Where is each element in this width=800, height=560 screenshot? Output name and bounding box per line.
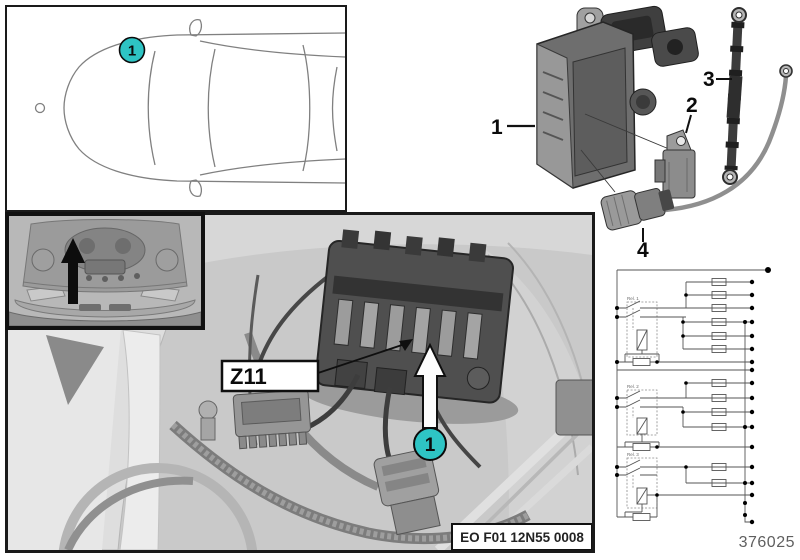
svg-text:4: 4 xyxy=(637,239,649,260)
part-cable-drawing xyxy=(664,7,793,213)
mirror-left xyxy=(189,19,203,37)
relay-label: Rel. 2 xyxy=(627,384,639,389)
svg-text:2: 2 xyxy=(686,94,698,117)
car-top-view-drawing: 1 xyxy=(34,19,345,197)
callout-1-car[interactable]: 1 xyxy=(118,36,146,64)
relay2-group: Rel. 2 xyxy=(617,382,752,451)
connector-block-left xyxy=(232,389,311,450)
component-code: Z11 xyxy=(230,364,267,389)
connector-block-lower xyxy=(373,448,441,536)
part-label-2[interactable]: 2 xyxy=(685,94,698,134)
circuit-schematic: Rel. 1 Rel. 2 xyxy=(615,267,771,525)
part-relay-drawing xyxy=(654,129,696,199)
resistor xyxy=(632,443,651,451)
resistor xyxy=(632,513,651,521)
part-connector-drawing xyxy=(600,187,675,231)
sensor-bolt xyxy=(198,400,218,420)
resistor xyxy=(632,358,651,366)
part-label-3[interactable]: 3 xyxy=(703,68,732,91)
relay-label: Rel. 3 xyxy=(627,452,639,457)
part-label-4[interactable]: 4 xyxy=(637,228,649,260)
figure-number: 376025 xyxy=(738,534,795,551)
ground-bus xyxy=(744,322,752,523)
callout-number: 1 xyxy=(425,435,436,456)
engine-bay-front-photo xyxy=(9,216,201,326)
svg-text:3: 3 xyxy=(703,68,715,91)
callout-1-photo[interactable]: 1 xyxy=(413,427,447,461)
component-label-z11: Z11 xyxy=(220,339,413,393)
label-arrowhead xyxy=(399,339,413,351)
svg-text:1: 1 xyxy=(491,116,503,139)
connector-block-right xyxy=(555,379,592,436)
wheel-arch xyxy=(58,463,258,550)
part-label-1[interactable]: 1 xyxy=(491,116,535,139)
part-module-drawing xyxy=(536,5,699,193)
relay-label: Rel. 1 xyxy=(627,296,639,301)
callout-number: 1 xyxy=(128,43,136,60)
relay3-group: Rel. 3 xyxy=(617,452,752,521)
mirror-right xyxy=(189,179,203,197)
car-body-outline xyxy=(63,32,345,184)
engine-bay-inset xyxy=(5,212,205,330)
car-location-panel: 1 xyxy=(5,5,347,212)
stamp-text: EO F01 12N55 0008 xyxy=(460,530,584,545)
terminals xyxy=(615,279,755,525)
fuse-bank xyxy=(711,278,727,487)
location-arrow-icon xyxy=(61,238,85,304)
photo-stamp: EO F01 12N55 0008 xyxy=(451,523,592,550)
supply-module-photo xyxy=(299,229,519,424)
relay1-group: Rel. 1 xyxy=(617,281,752,371)
parts-illustration: 1 2 3 xyxy=(491,5,793,260)
